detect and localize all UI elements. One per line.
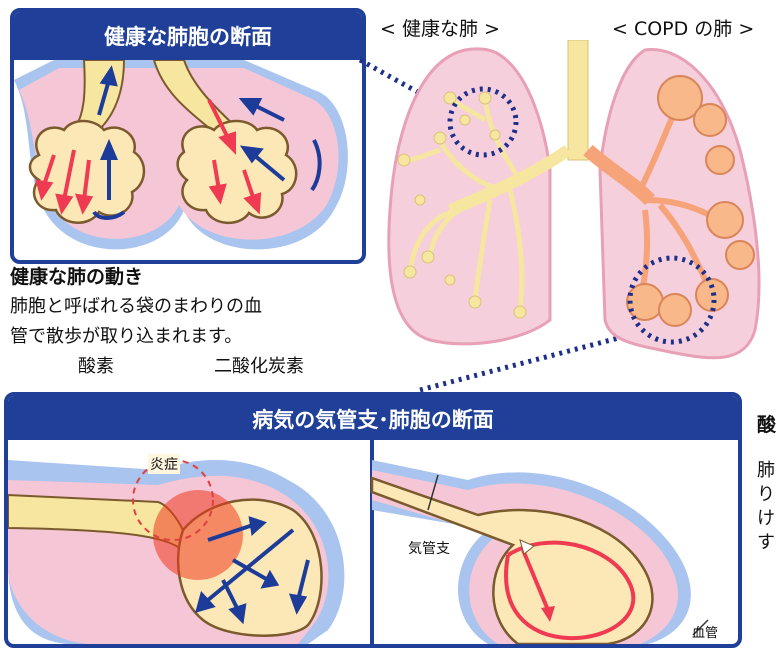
copd-text-line-1: 肺 (757, 456, 775, 482)
healthy-lung-description-line-1: 肺胞と呼ばれる袋のまわりの血 (10, 292, 262, 318)
carbon-dioxide-label: 二酸化炭素 (214, 352, 304, 378)
copd-lung-label: < COPD の肺 > (612, 14, 754, 41)
lungs-illustration (300, 40, 779, 400)
inflammation-label: 炎症 (148, 454, 180, 474)
trachea (568, 40, 588, 160)
copd-text-heading: 酸 (757, 410, 776, 437)
healthy-lung-heading: 健康な肺の動き (10, 262, 143, 289)
blood-vessel-label: 血管 (692, 622, 718, 641)
oxygen-label: 酸素 (78, 352, 114, 378)
copd-text-line-3: け (757, 504, 775, 530)
inflammation-glow (153, 490, 243, 580)
diseased-alveoli-panel-title: 病気の気管支･肺胞の断面 (8, 404, 738, 434)
bronchus-label: 気管支 (408, 538, 450, 558)
diseased-alveoli-panel: 病気の気管支･肺胞の断面 炎症 気管支 血管 (4, 392, 742, 648)
copd-text-line-4: す (757, 528, 775, 554)
healthy-lung-label: < 健康な肺 > (380, 14, 500, 41)
copd-text-line-2: り (757, 480, 775, 506)
diseased-alveoli-illustration (8, 440, 738, 644)
healthy-lung-description-line-2: 管で散歩が取り込まれます。 (10, 322, 242, 348)
